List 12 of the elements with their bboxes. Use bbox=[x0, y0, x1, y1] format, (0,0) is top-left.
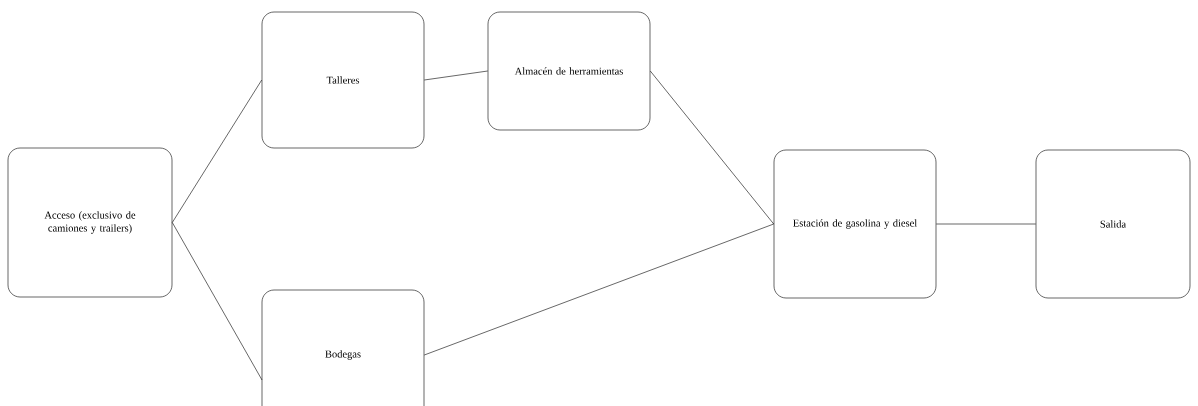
process-box: Estación de gasolina y diesel bbox=[773, 149, 937, 299]
connector-line bbox=[650, 70, 774, 225]
process-box: Almacén de herramientas bbox=[487, 11, 651, 131]
process-box: Salida bbox=[1035, 149, 1191, 299]
connector-line bbox=[172, 79, 262, 223]
process-box: Talleres bbox=[261, 11, 425, 149]
process-box: Acceso (exclusivo de camiones y trailers) bbox=[7, 147, 173, 298]
connector-line bbox=[172, 222, 263, 381]
connector-line bbox=[936, 223, 1036, 225]
process-box: Bodegas bbox=[261, 289, 425, 406]
connector-line bbox=[424, 223, 774, 356]
connector-line bbox=[424, 70, 488, 81]
